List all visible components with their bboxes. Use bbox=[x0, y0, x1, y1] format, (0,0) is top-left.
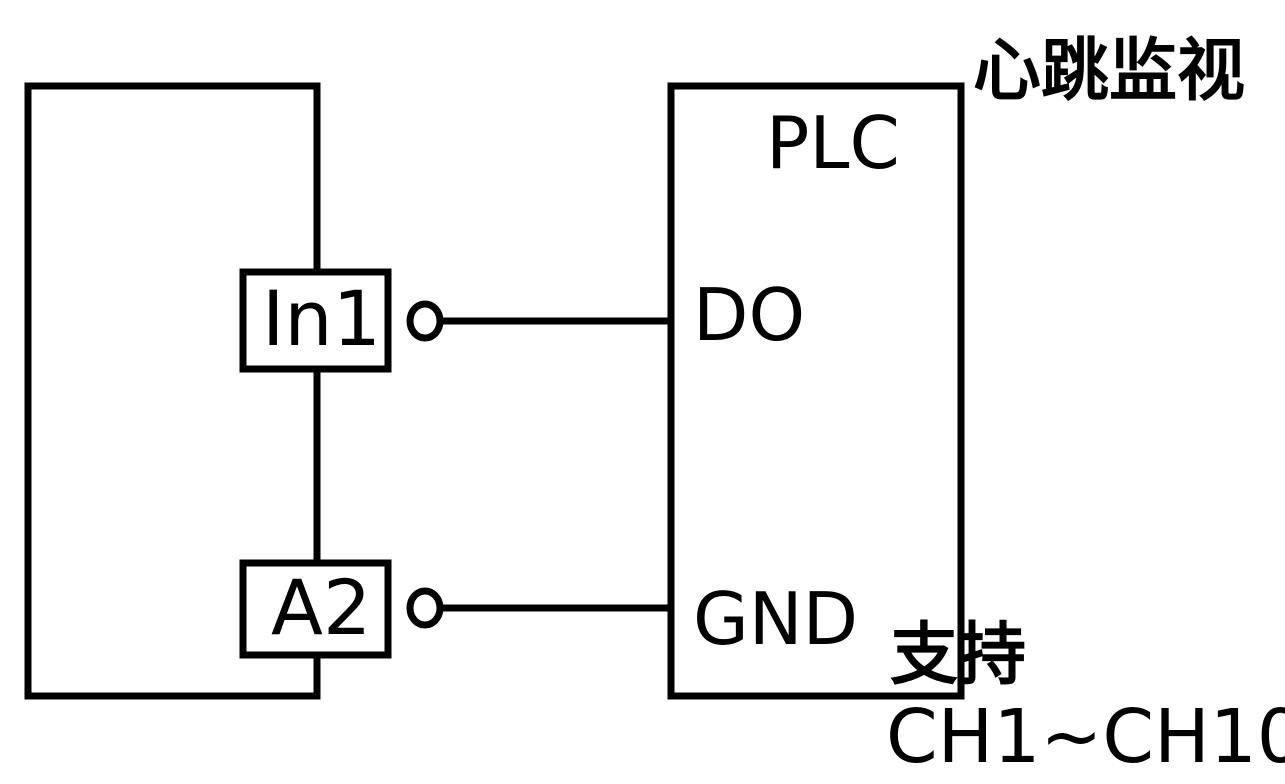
terminal-in1-label: In1 bbox=[262, 274, 381, 363]
plc-pin-do: DO bbox=[693, 273, 806, 357]
terminal-a2-label: A2 bbox=[271, 563, 372, 652]
heartbeat-monitor-note: 心跳监视 bbox=[973, 32, 1246, 111]
plc-title: PLC bbox=[766, 101, 900, 185]
terminal-in1-circle bbox=[406, 300, 444, 342]
terminal-a2-box bbox=[239, 559, 392, 659]
plc-pin-gnd: GND bbox=[693, 577, 859, 661]
terminal-in1-box bbox=[239, 268, 392, 373]
terminal-a2-circle bbox=[406, 587, 444, 629]
channel-range-note: CH1~CH10 bbox=[886, 694, 1285, 780]
plc-box bbox=[667, 82, 965, 700]
support-note: 支持 bbox=[890, 616, 1027, 695]
